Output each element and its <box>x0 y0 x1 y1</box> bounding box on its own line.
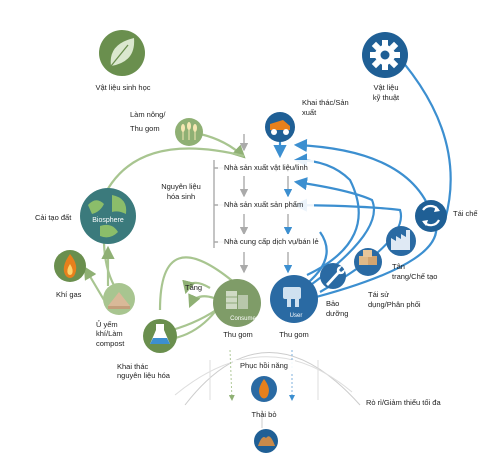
biogas-label: Khí gas <box>56 290 82 299</box>
product-manufacturer-label: Nhà sản xuất sản phẩm <box>224 200 304 209</box>
flame-icon <box>54 250 86 282</box>
gear-icon <box>362 32 408 78</box>
bio-materials-label: Vật liệu sinh học <box>95 83 151 92</box>
boxes-icon <box>354 248 382 276</box>
soil-regeneration-label: Cải tạo đất <box>35 213 72 222</box>
factory-icon <box>386 226 416 256</box>
user-circle-text: User <box>290 313 303 319</box>
consumer-collect-label: Thu gom <box>223 330 253 339</box>
mining-truck-icon <box>265 112 295 142</box>
service-provider-label: Nhà cung cấp dịch vụ/bán lẻ <box>224 237 319 246</box>
reuse-label: Tái sử dụng/Phân phối <box>368 290 421 310</box>
recycle-label: Tái chế <box>453 209 478 218</box>
tech-materials-label: Vật liệu kỹ thuật <box>372 83 400 103</box>
extraction-biochem-label: Khai thác nguyên liệu hóa <box>117 362 170 381</box>
compost-icon <box>103 283 135 315</box>
wheat-icon <box>175 118 203 146</box>
tools-icon <box>283 287 301 307</box>
farming-label: Làm nông/ Thu gom <box>130 110 166 134</box>
leakage-label: Rò rỉ/Giảm thiểu tối đa <box>366 398 441 407</box>
cascades-label: Tầng <box>185 283 203 292</box>
landfill-label: Thải bỏ <box>251 410 277 419</box>
maintenance-label: Bảo dưỡng <box>326 299 349 319</box>
wrench-icon <box>320 263 346 289</box>
cabinet-icon <box>226 291 248 309</box>
refurbish-label: Tân trang/Chế tạo <box>392 262 438 282</box>
leaf-icon <box>99 30 145 76</box>
landfill-icon <box>254 429 278 453</box>
biochemical-feedstock-label: Nguyên liệu hóa sinh <box>161 182 201 202</box>
bottom-flows <box>174 349 361 428</box>
chain-boxes <box>218 160 314 372</box>
consumer-circle-text: Consumer <box>230 316 258 322</box>
biosphere-label: Biosphere <box>92 217 124 224</box>
consumer-circle: Consumer <box>213 279 261 327</box>
user-circle: User <box>270 275 318 323</box>
mining-label: Khai thác/Sản xuất <box>302 98 349 118</box>
recycle-icon <box>415 200 447 232</box>
flask-icon <box>143 319 177 353</box>
user-collect-label: Thu gom <box>279 330 309 339</box>
parts-manufacturer-label: Nhà sản xuất vật liệu/linh <box>224 163 308 172</box>
biosphere-globe: Biosphere <box>80 188 136 244</box>
digestion-label: Ủ yếm khí/Làm compost <box>96 320 125 348</box>
energy-recovery-label: Phục hồi năng <box>240 361 288 370</box>
energy-flame-icon <box>251 376 277 402</box>
